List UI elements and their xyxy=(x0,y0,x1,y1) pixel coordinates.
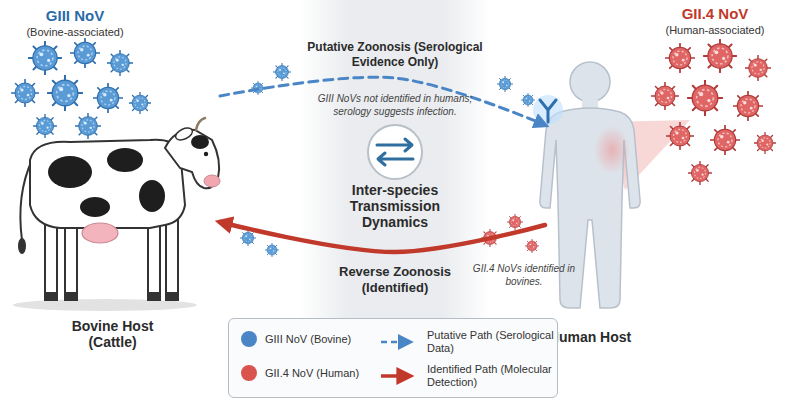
human-virus-cluster xyxy=(688,161,711,184)
host-node: Human Host xyxy=(545,95,635,345)
bovine-virus-cluster xyxy=(129,92,150,113)
antibody-symbol xyxy=(540,100,556,122)
bovine-virus-cluster xyxy=(12,39,151,139)
bovine-virus-cluster xyxy=(12,80,39,107)
legend-row: Identified Path (Molecular Detection) xyxy=(379,363,557,389)
group-subtitle: (Bovine-associated) xyxy=(10,25,140,39)
cow-illustration xyxy=(165,130,219,188)
human-virus-cluster xyxy=(652,40,776,185)
legend-text: Identified Path (Molecular Detection) xyxy=(427,363,557,389)
cow-illustration xyxy=(204,175,220,187)
bovine-virus-cluster xyxy=(71,39,100,68)
bovine-virus-cluster xyxy=(29,42,62,75)
legend-line xyxy=(381,341,409,344)
edge-label: Reverse Zoonosis (Identified) xyxy=(330,264,460,296)
legend-row: GIII NoV (Bovine) xyxy=(241,331,375,347)
cow-illustration xyxy=(166,292,178,301)
transit-particles xyxy=(507,214,522,229)
antibody-symbol xyxy=(533,95,563,125)
transit-particles xyxy=(273,63,290,80)
cow-illustration xyxy=(107,148,143,172)
legend-line-sample xyxy=(379,333,419,351)
legend-text: GIII NoV (Bovine) xyxy=(265,333,375,346)
cow-illustration xyxy=(191,135,209,149)
cow-illustration xyxy=(196,118,205,130)
transit-particles xyxy=(497,76,512,91)
cow-illustration xyxy=(174,126,195,143)
cow-illustration xyxy=(204,152,208,156)
bovine-virus-cluster xyxy=(94,84,123,113)
human-virus-cluster xyxy=(734,92,763,121)
bovine-virus-cluster xyxy=(33,114,56,137)
group-subtitle: (Human-associated) xyxy=(650,23,780,37)
human-silhouette xyxy=(594,126,630,174)
note-label: GII.4 NoVs identified in bovines. xyxy=(468,262,580,288)
cow-illustration xyxy=(18,238,26,254)
legend-line-sample xyxy=(379,367,419,385)
bovine-virus-cluster xyxy=(48,76,83,111)
human-virus-cluster xyxy=(704,40,737,73)
transit-particles xyxy=(240,63,538,256)
human-virus-cluster xyxy=(667,123,694,150)
legend-swatch xyxy=(241,365,257,381)
human-virus-cluster xyxy=(666,44,695,73)
human-silhouette xyxy=(540,108,640,308)
legend-swatch xyxy=(241,331,257,347)
human-virus-cluster xyxy=(652,83,679,110)
legend-row: Putative Path (Serological Data) xyxy=(379,329,557,355)
cow-illustration xyxy=(30,140,185,228)
cow-illustration xyxy=(45,292,57,301)
cow-illustration xyxy=(166,215,178,300)
hub-node: Inter-species Transmission Dynamics xyxy=(335,122,455,234)
human-silhouette xyxy=(570,62,610,102)
note-label: GIII NoVs not identified in humans; sero… xyxy=(305,92,485,118)
cow-illustration xyxy=(139,180,165,212)
swap-icon xyxy=(368,125,422,179)
human-virus-cluster xyxy=(745,55,770,80)
antibody-symbol xyxy=(533,95,563,125)
cow-illustration xyxy=(13,118,220,311)
legend-line xyxy=(381,374,409,378)
transit-particles xyxy=(521,93,535,107)
legend-row: GII.4 NoV (Human) xyxy=(241,365,375,381)
bovine-virus-cluster xyxy=(107,50,132,75)
human-virus-cluster xyxy=(711,126,740,155)
legend-box: GIII NoV (Bovine) Putative Path (Serologi… xyxy=(228,318,558,398)
cow-illustration xyxy=(48,156,92,188)
legend-text: Putative Path (Serological Data) xyxy=(427,329,557,355)
cow-illustration xyxy=(82,223,118,243)
host-node: Bovine Host (Cattle) xyxy=(5,88,220,350)
human-virus-cluster xyxy=(754,132,775,153)
group-title: GII.4 NoV xyxy=(660,4,770,23)
cow-illustration xyxy=(148,292,160,301)
group-title: GIII NoV xyxy=(20,6,130,25)
bovine-virus-cluster xyxy=(75,113,100,138)
cow-illustration xyxy=(80,197,110,217)
node-label: Inter-species Transmission Dynamics xyxy=(335,182,455,230)
transit-particles xyxy=(240,230,255,245)
legend-text: GII.4 NoV (Human) xyxy=(265,367,375,380)
human-virus-cluster xyxy=(688,81,723,116)
node-label: Bovine Host (Cattle) xyxy=(53,318,173,350)
cow-illustration xyxy=(65,292,77,301)
transit-particles xyxy=(525,239,539,253)
putative-path xyxy=(220,77,545,125)
node-label: Human Host xyxy=(545,329,635,345)
transit-particles xyxy=(265,243,279,257)
edge-label: Putative Zoonosis (Serological Evidence … xyxy=(295,40,495,70)
